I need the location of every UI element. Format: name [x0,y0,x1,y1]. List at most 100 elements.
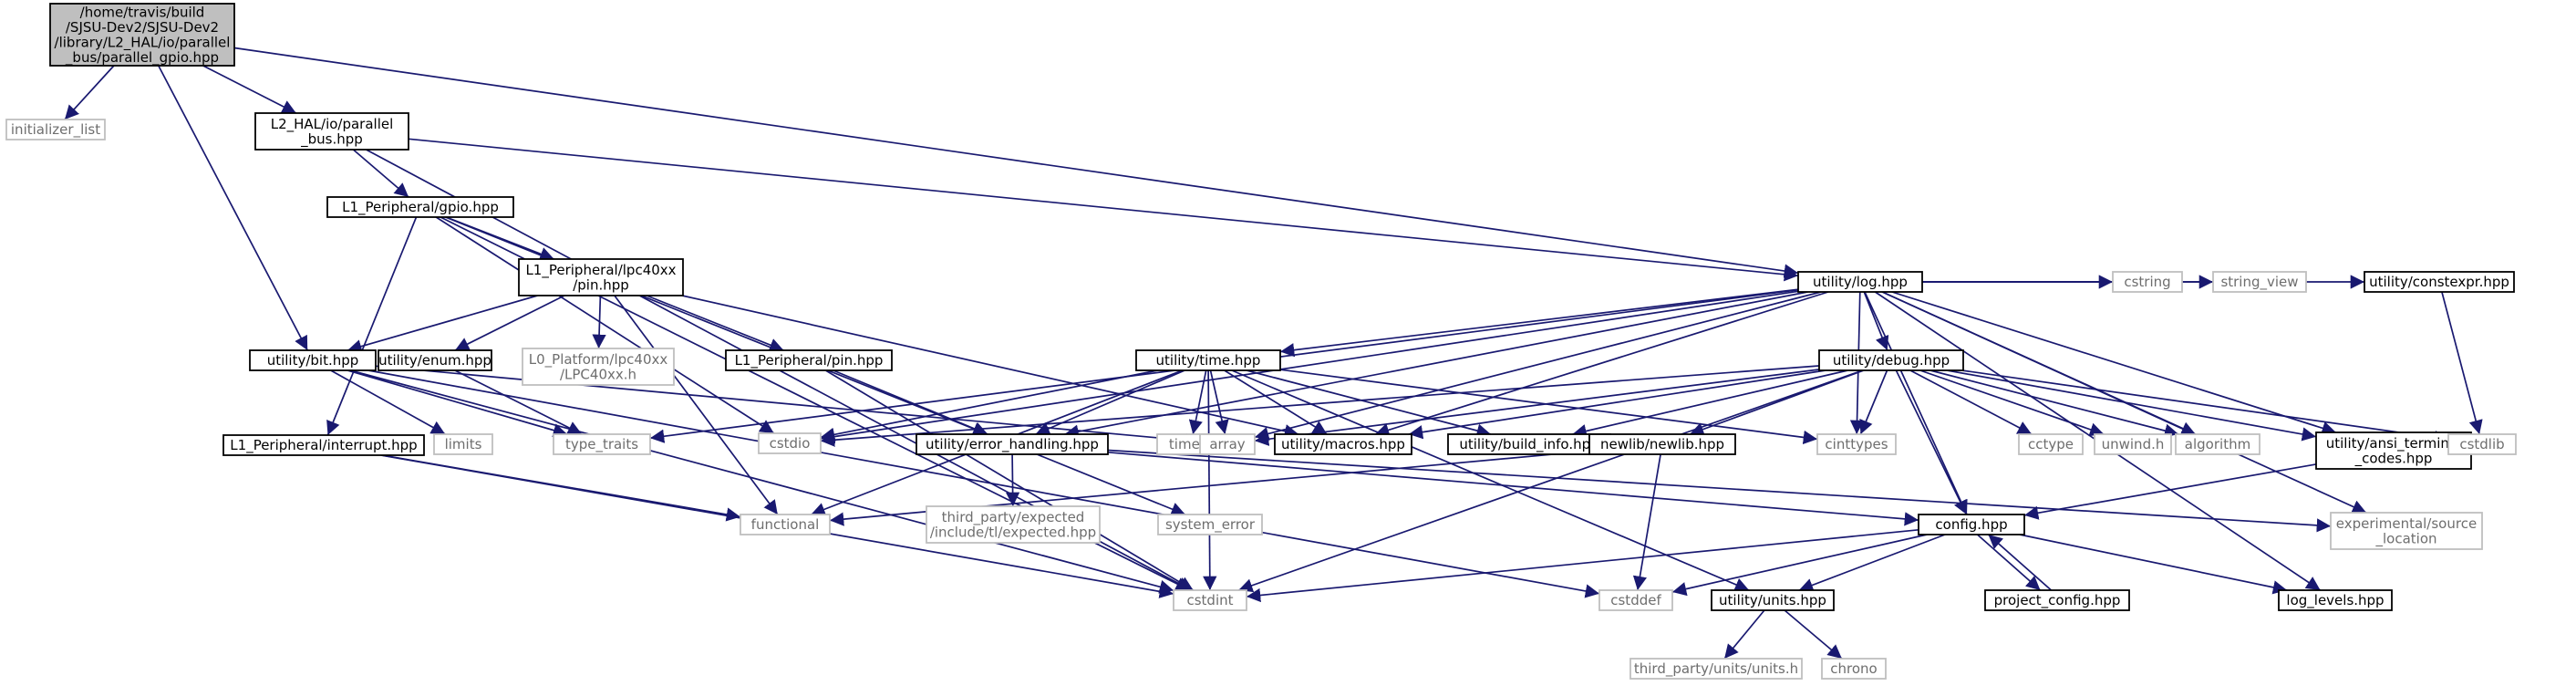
edge-lpc_pin-to-bit [347,295,538,354]
edge-log-to-array [1254,291,1822,441]
edge-time_hpp-to-build_info [1246,369,1492,438]
node-expected-label: third_party/expected [942,509,1085,526]
node-expected-label: /include/tl/expected.hpp [930,524,1096,540]
node-expected-box [926,505,1101,544]
edge-root-to-l2_bus [202,65,297,114]
node-l1_pin-label: L1_Peripheral/pin.hpp [735,352,884,369]
node-lpc_pin[interactable]: L1_Peripheral/lpc40xx/pin.hpp [518,258,684,296]
node-cstdint: cstdint [1173,589,1247,611]
node-lpc40xx_h-label: /LPC40xx.h [560,366,636,382]
node-newlib-box [1588,433,1736,455]
edge-time_hpp-to-cstdio [820,369,1158,442]
node-init_list-box [5,119,106,140]
node-string_view: string_view [2212,271,2307,293]
node-l1_pin[interactable]: L1_Peripheral/pin.hpp [725,349,893,371]
node-log_levels-label: log_levels.hpp [2286,592,2384,609]
edge-log-to-error_handling [1064,291,1808,439]
node-cinttypes-label: cinttypes [1825,436,1888,452]
node-error_handling[interactable]: utility/error_handling.hpp [916,433,1109,455]
node-log[interactable]: utility/log.hpp [1797,271,1923,293]
node-chrono-label: chrono [1830,660,1877,677]
node-newlib[interactable]: newlib/newlib.hpp [1588,433,1736,455]
edge-bit-to-cstddef [367,369,1600,598]
node-cstddef-label: cstddef [1610,592,1661,608]
node-array-box [1199,433,1256,455]
node-root-box [49,3,235,67]
node-debug[interactable]: utility/debug.hpp [1818,349,1964,371]
edge-l2_bus-to-log [408,138,1799,282]
node-bit[interactable]: utility/bit.hpp [249,349,377,371]
edge-l1_gpio-to-error_handling [445,216,988,436]
node-config[interactable]: config.hpp [1918,514,2025,535]
node-units_h-label: third_party/units/units.h [1634,660,1798,678]
node-project_config[interactable]: project_config.hpp [1984,589,2130,611]
edge-debug-to-build_info [1572,369,1848,438]
node-debug-label: utility/debug.hpp [1833,352,1950,369]
edge-l1_pin-to-cstdint [824,369,1195,591]
edge-config-to-project_config [1976,534,2042,591]
node-macros[interactable]: utility/macros.hpp [1274,433,1412,455]
node-l1_gpio[interactable]: L1_Peripheral/gpio.hpp [326,196,514,218]
node-lpc40xx_h: L0_Platform/lpc40xx/LPC40xx.h [522,348,675,386]
node-cstdint-box [1173,589,1247,611]
node-time_hpp[interactable]: utility/time.hpp [1135,349,1281,371]
node-algorithm-box [2175,433,2260,455]
edge-ansi-to-config [2023,463,2317,520]
node-functional-label: functional [751,516,820,533]
edge-bit-to-type_traits [347,369,568,438]
node-cstdio-box [758,432,822,454]
node-init_list-label: initializer_list [11,121,100,139]
node-ansi-label: utility/ansi_terminal [2326,435,2462,452]
node-type_traits-box [553,433,651,455]
node-exp_source-label: _location [2374,530,2436,547]
node-error_handling-box [916,433,1109,455]
edge-debug-to-array [1254,369,1820,446]
node-cctype: cctype [2018,433,2084,455]
node-exp_source-label: experimental/source [2336,515,2477,532]
node-root-label: /library/L2_HAL/io/parallel [55,34,231,51]
node-interrupt[interactable]: L1_Peripheral/interrupt.hpp [222,434,425,456]
node-enum[interactable]: utility/enum.hpp [378,349,492,371]
node-config-label: config.hpp [1935,516,2007,533]
node-algorithm: algorithm [2175,433,2260,455]
node-string_view-label: string_view [2220,274,2298,291]
node-lpc_pin-label: L1_Peripheral/lpc40xx [525,262,676,279]
node-l1_pin-box [725,349,893,371]
edge-time_hpp-to-units [1231,369,1750,592]
node-root[interactable]: /home/travis/build/SJSU-Dev2/SJSU-Dev2/l… [49,3,235,67]
node-enum-box [378,349,492,371]
node-cstdio-label: cstdio [770,435,811,452]
node-cstddef: cstddef [1598,589,1673,611]
edge-config-to-cstdint [1246,528,1919,603]
node-ansi[interactable]: utility/ansi_terminal_codes.hpp [2315,431,2472,470]
edge-log-to-cstdio [820,290,1799,444]
node-build_info[interactable]: utility/build_info.hpp [1447,433,1611,455]
edge-error_handling-to-config [1107,451,1919,526]
edge-project_config-to-config [1987,534,2053,591]
node-log_levels[interactable]: log_levels.hpp [2278,589,2393,611]
node-constexpr[interactable]: utility/constexpr.hpp [2364,271,2515,293]
edge-debug-to-algorithm [1929,369,2179,438]
node-project_config-box [1984,589,2130,611]
node-algorithm-label: algorithm [2185,436,2250,452]
node-unwind: unwind.h [2094,433,2172,455]
node-units[interactable]: utility/units.hpp [1711,589,1835,611]
node-cinttypes: cinttypes [1816,433,1897,455]
node-constexpr-label: utility/constexpr.hpp [2369,274,2509,290]
edge-log-to-time_hpp [1279,288,1799,358]
node-l2_bus[interactable]: L2_HAL/io/parallel_bus.hpp [254,112,409,151]
node-array: array [1199,433,1256,455]
edge-bit-to-array [375,365,1201,448]
edge-error_handling-to-system_error [1036,453,1186,516]
edge-lpc_pin-to-enum [454,295,565,351]
node-cstddef-box [1598,589,1673,611]
node-config-box [1918,514,2025,535]
node-l1_gpio-box [326,196,514,218]
edge-time_hpp-to-time_h [1188,369,1207,435]
edge-lpc_pin-to-l1_pin [646,295,784,352]
node-unwind-box [2094,433,2172,455]
edge-layer [64,47,2483,660]
edge-debug-to-ansi [1947,369,2317,442]
node-error_handling-label: utility/error_handling.hpp [926,436,1099,453]
